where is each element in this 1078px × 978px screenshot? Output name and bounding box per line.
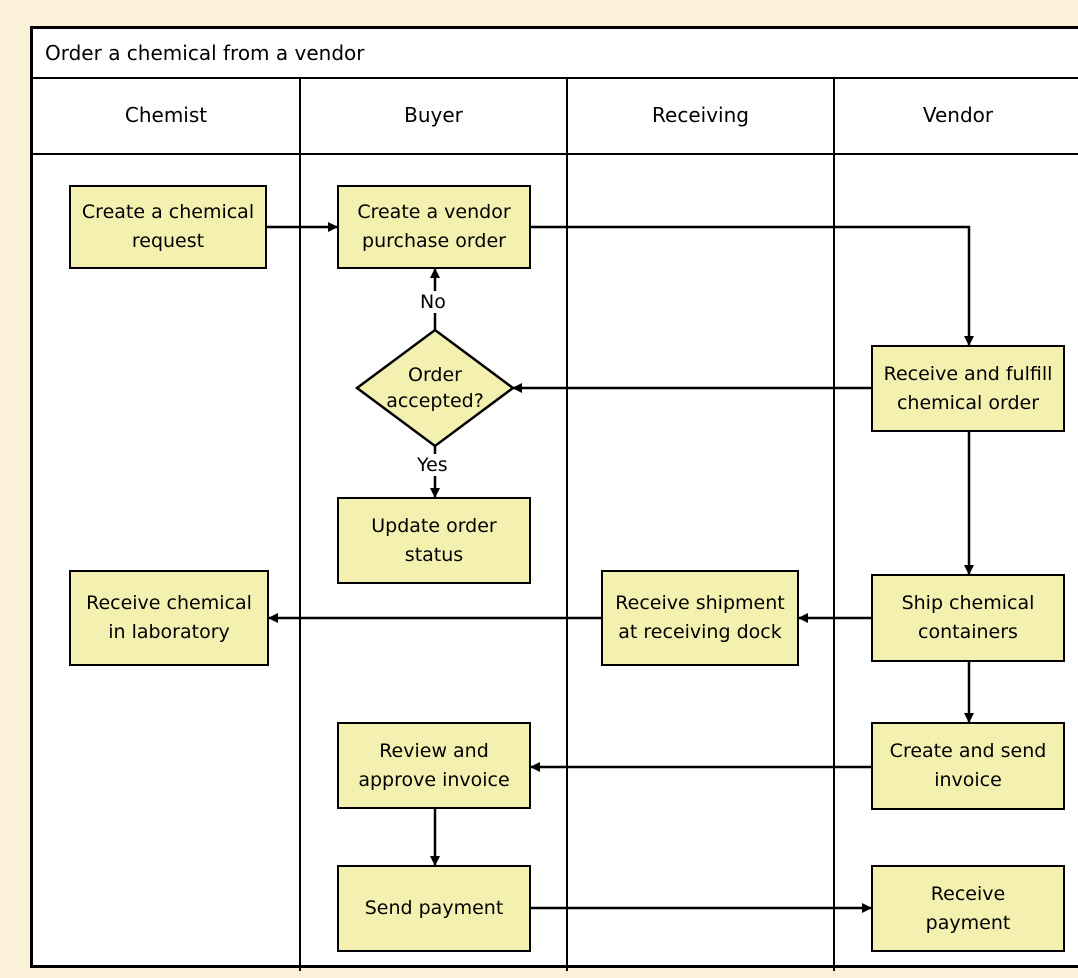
lane-divider [299, 77, 301, 971]
connectors [267, 222, 974, 913]
node-ship-containers: Ship chemical containers [871, 574, 1065, 662]
node-create-request: Create a chemical request [69, 185, 267, 269]
node-create-po: Create a vendor purchase order [337, 185, 531, 269]
node-receive-payment: Receive payment [871, 865, 1065, 952]
edge-label-yes: Yes [416, 454, 449, 476]
node-create-invoice: Create and send invoice [871, 722, 1065, 810]
node-order-accepted: Order accepted? [386, 364, 484, 412]
lane-vendor: Vendor [922, 103, 994, 127]
lane-divider [566, 77, 568, 971]
lane-chemist: Chemist [124, 103, 208, 127]
edge-label-no: No [419, 291, 447, 313]
lane-header-divider [33, 153, 1078, 155]
node-update-status: Update order status [337, 497, 531, 584]
diagram-title: Order a chemical from a vendor [45, 41, 365, 65]
node-fulfill-order: Receive and fulfill chemical order [871, 345, 1065, 432]
title-divider [33, 77, 1078, 79]
node-receive-in-lab: Receive chemical in laboratory [69, 570, 269, 666]
node-send-payment: Send payment [337, 865, 531, 952]
lane-buyer: Buyer [404, 103, 463, 127]
lane-receiving: Receiving [652, 103, 749, 127]
decision-diamond [354, 328, 516, 448]
node-review-invoice: Review and approve invoice [337, 722, 531, 809]
swimlane-diagram: Order a chemical from a vendor Chemist B… [30, 26, 1078, 971]
node-receive-shipment: Receive shipment at receiving dock [601, 570, 799, 666]
arrow-po-to-fulfill [529, 225, 974, 346]
lane-divider [833, 77, 835, 971]
